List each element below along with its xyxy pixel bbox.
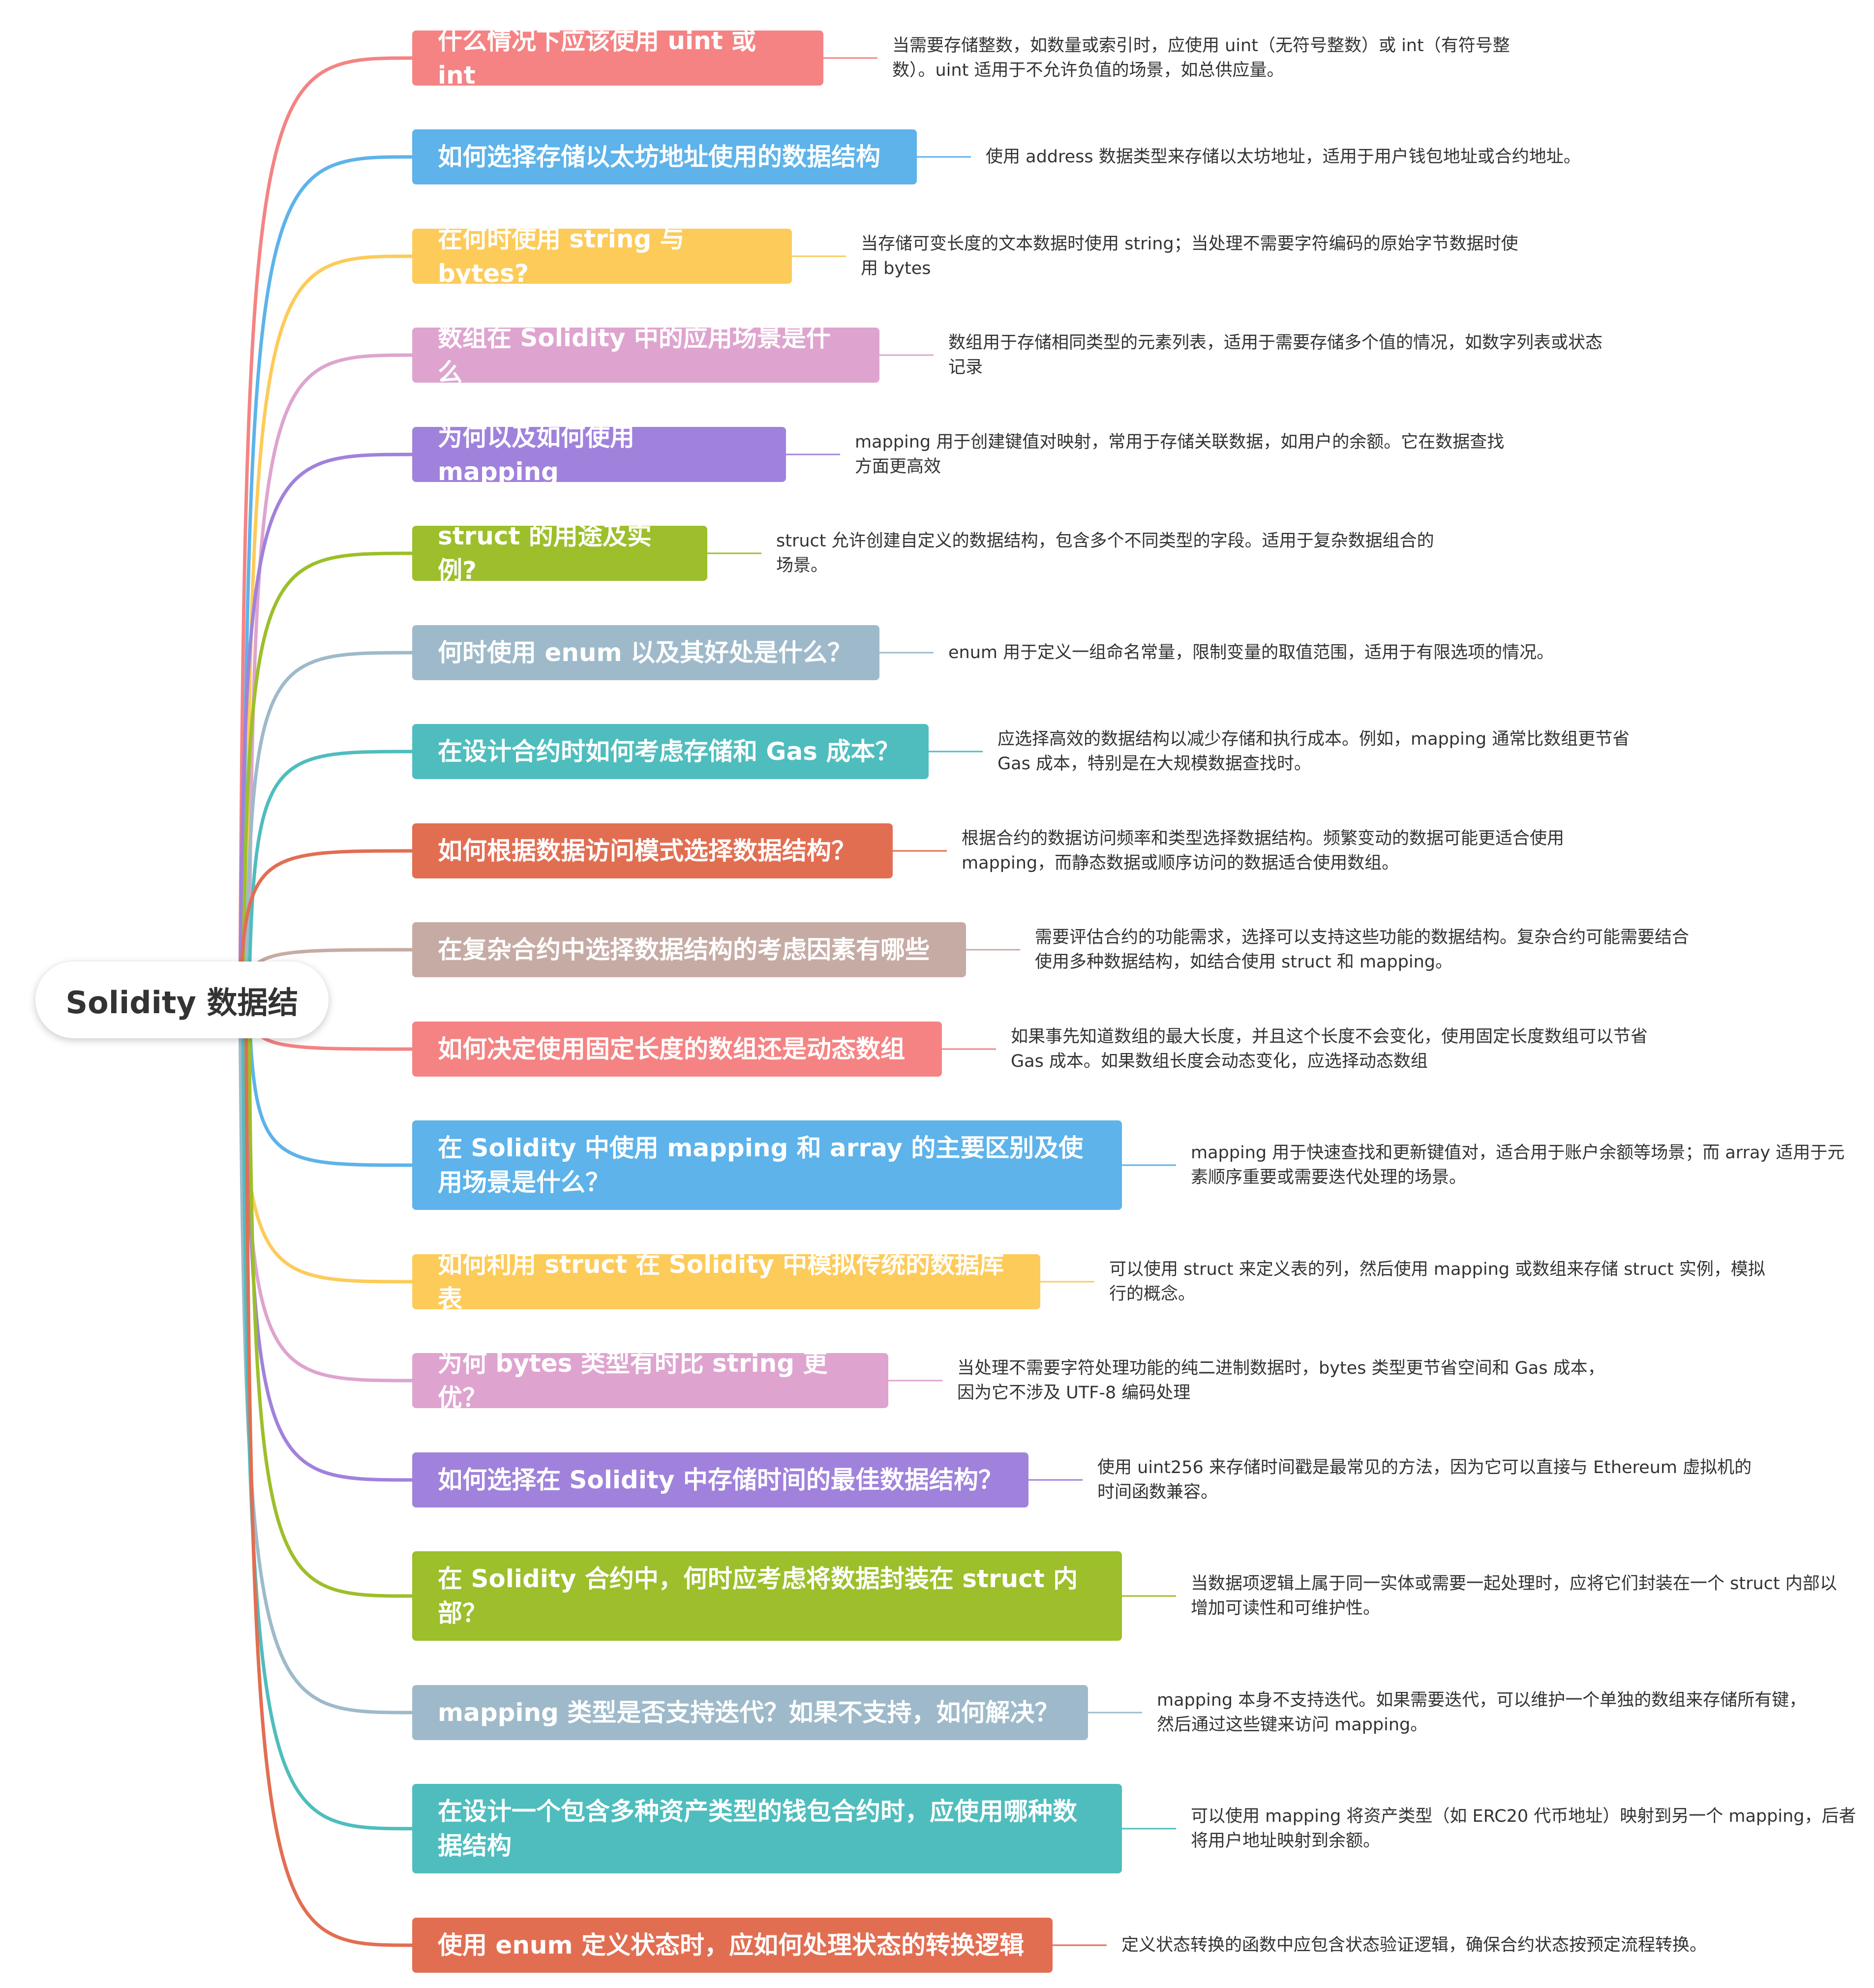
detail-line: mapping 本身不支持迭代。如果需要迭代，可以维护一个单独的数组来存储所有键…	[1157, 1690, 1807, 1710]
branch-connector	[247, 998, 414, 1598]
branch-connector	[244, 998, 414, 1482]
detail-line: 用 bytes	[861, 259, 931, 278]
detail-line: 增加可读性和可维护性。	[1191, 1598, 1381, 1618]
detail-line: 行的概念。	[1109, 1284, 1196, 1304]
branch-connector	[241, 155, 414, 1002]
topic-node[interactable]: 如何选择存储以太坊地址使用的数据结构	[412, 129, 917, 184]
detail-line: 根据合约的数据访问频率和类型选择数据结构。频繁变动的数据可能更适合使用	[962, 829, 1565, 848]
detail-text: 使用 uint256 来存储时间戳是最常见的方法，因为它可以直接与 Ethere…	[1097, 1455, 1752, 1505]
branch-connector	[244, 651, 414, 1002]
topic-node[interactable]: 在 Solidity 合约中，何时应考虑将数据封装在 struct 内部？	[412, 1551, 1122, 1641]
detail-text: 当存储可变长度的文本数据时使用 string；当处理不需要字符编码的原始字节数据…	[861, 232, 1518, 281]
detail-line: 因为它不涉及 UTF-8 编码处理	[957, 1383, 1191, 1403]
detail-text: 使用 address 数据类型来存储以太坊地址，适用于用户钱包地址或合约地址。	[986, 145, 1581, 169]
detail-text: 应选择高效的数据结构以减少存储和执行成本。例如，mapping 通常比数组更节省…	[997, 727, 1630, 776]
detail-line: 可以使用 struct 来定义表的列，然后使用 mapping 或数组来存储 s…	[1109, 1260, 1765, 1279]
detail-text: 当处理不需要字符处理功能的纯二进制数据时，bytes 类型更节省空间和 Gas …	[957, 1356, 1605, 1405]
detail-line: struct 允许创建自定义的数据结构，包含多个不同类型的字段。适用于复杂数据组…	[776, 531, 1434, 551]
topic-node[interactable]: 如何决定使用固定长度的数组还是动态数组	[412, 1022, 942, 1077]
detail-line: 方面更高效	[855, 457, 941, 477]
branch-connector	[238, 452, 414, 1002]
detail-text: 当需要存储整数，如数量或索引时，应使用 uint（无符号整数）或 int（有符号…	[892, 33, 1510, 83]
topic-node[interactable]: 在复杂合约中选择数据结构的考虑因素有哪些	[412, 922, 966, 977]
topic-node[interactable]: 什么情况下应该使用 uint 或 int	[412, 27, 823, 90]
detail-line: 使用多种数据结构，如结合使用 struct 和 mapping。	[1035, 952, 1452, 972]
branch-connector	[244, 998, 414, 1947]
detail-line: 使用 address 数据类型来存储以太坊地址，适用于用户钱包地址或合约地址。	[986, 147, 1581, 167]
topic-node[interactable]: 如何根据数据访问模式选择数据结构？	[412, 823, 893, 878]
detail-text: 数组用于存储相同类型的元素列表，适用于需要存储多个值的情况，如数字列表或状态记录	[948, 331, 1602, 380]
topic-node[interactable]: 如何利用 struct 在 Solidity 中模拟传统的数据库表	[412, 1250, 1040, 1313]
detail-line: 如果事先知道数组的最大长度，并且这个长度不会变化，使用固定长度数组可以节省	[1011, 1027, 1648, 1047]
detail-line: 当数据项逻辑上属于同一实体或需要一起处理时，应将它们封装在一个 struct 内…	[1191, 1574, 1837, 1594]
branch-connector	[241, 998, 414, 1383]
topic-node[interactable]: mapping 类型是否支持迭代？如果不支持，如何解决？	[412, 1685, 1088, 1740]
detail-line: Gas 成本。如果数组长度会动态变化，应选择动态数组	[1011, 1052, 1428, 1071]
topic-node[interactable]: 在设计一个包含多种资产类型的钱包合约时，应使用哪种数据结构	[412, 1784, 1122, 1873]
detail-text: 如果事先知道数组的最大长度，并且这个长度不会变化，使用固定长度数组可以节省 Gas…	[1011, 1024, 1648, 1074]
branch-connector	[238, 998, 414, 1284]
branch-connector	[238, 56, 414, 1002]
detail-line: 需要评估合约的功能需求，选择可以支持这些功能的数据结构。复杂合约可能需要结合	[1035, 928, 1690, 947]
detail-line: 可以使用 mapping 将资产类型（如 ERC20 代币地址）映射到另一个 m…	[1191, 1807, 1856, 1826]
detail-text: 定义状态转换的函数中应包含状态验证逻辑，确保合约状态按预定流程转换。	[1121, 1933, 1707, 1958]
branch-connector	[244, 254, 414, 1002]
detail-line: 将用户地址映射到余额。	[1191, 1831, 1381, 1851]
topic-node[interactable]: 如何选择在 Solidity 中存储时间的最佳数据结构？	[412, 1452, 1028, 1507]
branch-connector	[238, 849, 414, 1002]
branch-connector	[238, 998, 414, 1715]
topic-node[interactable]: 何时使用 enum 以及其好处是什么？	[412, 625, 879, 680]
branch-connector	[247, 998, 414, 1167]
topic-node[interactable]: 在 Solidity 中使用 mapping 和 array 的主要区别及使用场…	[412, 1120, 1122, 1210]
detail-line: 当需要存储整数，如数量或索引时，应使用 uint（无符号整数）或 int（有符号…	[892, 36, 1510, 56]
detail-line: 然后通过这些键来访问 mapping。	[1157, 1715, 1428, 1735]
detail-line: mapping 用于创建键值对映射，常用于存储关联数据，如用户的余额。它在数据查…	[855, 432, 1505, 452]
branch-connector	[241, 998, 414, 1831]
root-node[interactable]: Solidity 数据结	[35, 962, 329, 1038]
detail-line: 当存储可变长度的文本数据时使用 string；当处理不需要字符编码的原始字节数据…	[861, 234, 1518, 254]
detail-text: 可以使用 mapping 将资产类型（如 ERC20 代币地址）映射到另一个 m…	[1191, 1804, 1856, 1853]
branch-connector	[241, 551, 414, 1002]
topic-node[interactable]: 为何以及如何使用 mapping	[412, 423, 786, 486]
detail-line: mapping，而静态数据或顺序访问的数据适合使用数组。	[962, 853, 1399, 873]
detail-line: enum 用于定义一组命名常量，限制变量的取值范围，适用于有限选项的情况。	[948, 643, 1554, 663]
branch-connector	[247, 353, 414, 1002]
detail-line: 时间函数兼容。	[1097, 1482, 1218, 1502]
topic-node[interactable]: 在何时使用 string 与 bytes?	[412, 225, 792, 288]
detail-text: struct 允许创建自定义的数据结构，包含多个不同类型的字段。适用于复杂数据组…	[776, 529, 1434, 578]
detail-line: 当处理不需要字符处理功能的纯二进制数据时，bytes 类型更节省空间和 Gas …	[957, 1358, 1605, 1378]
detail-line: 记录	[948, 358, 983, 377]
detail-line: 使用 uint256 来存储时间戳是最常见的方法，因为它可以直接与 Ethere…	[1097, 1458, 1752, 1477]
topic-node[interactable]: 使用 enum 定义状态时，应如何处理状态的转换逻辑	[412, 1918, 1053, 1973]
detail-text: mapping 本身不支持迭代。如果需要迭代，可以维护一个单独的数组来存储所有键…	[1157, 1688, 1806, 1737]
detail-line: 定义状态转换的函数中应包含状态验证逻辑，确保合约状态按预定流程转换。	[1121, 1935, 1707, 1955]
detail-line: Gas 成本，特别是在大规模数据查找时。	[997, 754, 1311, 774]
detail-line: 场景。	[776, 556, 828, 575]
branch-connector	[247, 750, 414, 1002]
detail-line: 数组用于存储相同类型的元素列表，适用于需要存储多个值的情况，如数字列表或状态	[948, 333, 1603, 353]
topic-node[interactable]: 为何 bytes 类型有时比 string 更优？	[412, 1349, 888, 1412]
detail-line: 素顺序重要或需要迭代处理的场景。	[1191, 1168, 1467, 1187]
detail-line: mapping 用于快速查找和更新键值对，适合用于账户余额等场景；而 array…	[1191, 1143, 1845, 1163]
topic-node[interactable]: 数组在 Solidity 中的应用场景是什么	[412, 324, 879, 387]
detail-text: enum 用于定义一组命名常量，限制变量的取值范围，适用于有限选项的情况。	[948, 640, 1554, 665]
detail-text: 可以使用 struct 来定义表的列，然后使用 mapping 或数组来存储 s…	[1109, 1257, 1765, 1306]
detail-text: mapping 用于创建键值对映射，常用于存储关联数据，如用户的余额。它在数据查…	[855, 430, 1504, 479]
detail-text: 当数据项逻辑上属于同一实体或需要一起处理时，应将它们封装在一个 struct 内…	[1191, 1571, 1837, 1621]
detail-line: 数）。uint 适用于不允许负值的场景，如总供应量。	[892, 60, 1284, 80]
detail-text: mapping 用于快速查找和更新键值对，适合用于账户余额等场景；而 array…	[1191, 1141, 1844, 1190]
detail-text: 根据合约的数据访问频率和类型选择数据结构。频繁变动的数据可能更适合使用 mappi…	[962, 826, 1564, 875]
detail-line: 应选择高效的数据结构以减少存储和执行成本。例如，mapping 通常比数组更节省	[997, 729, 1630, 749]
detail-text: 需要评估合约的功能需求，选择可以支持这些功能的数据结构。复杂合约可能需要结合使用…	[1035, 925, 1689, 974]
topic-node[interactable]: struct 的用途及实例?	[412, 522, 707, 585]
topic-node[interactable]: 在设计合约时如何考虑存储和 Gas 成本？	[412, 724, 929, 779]
